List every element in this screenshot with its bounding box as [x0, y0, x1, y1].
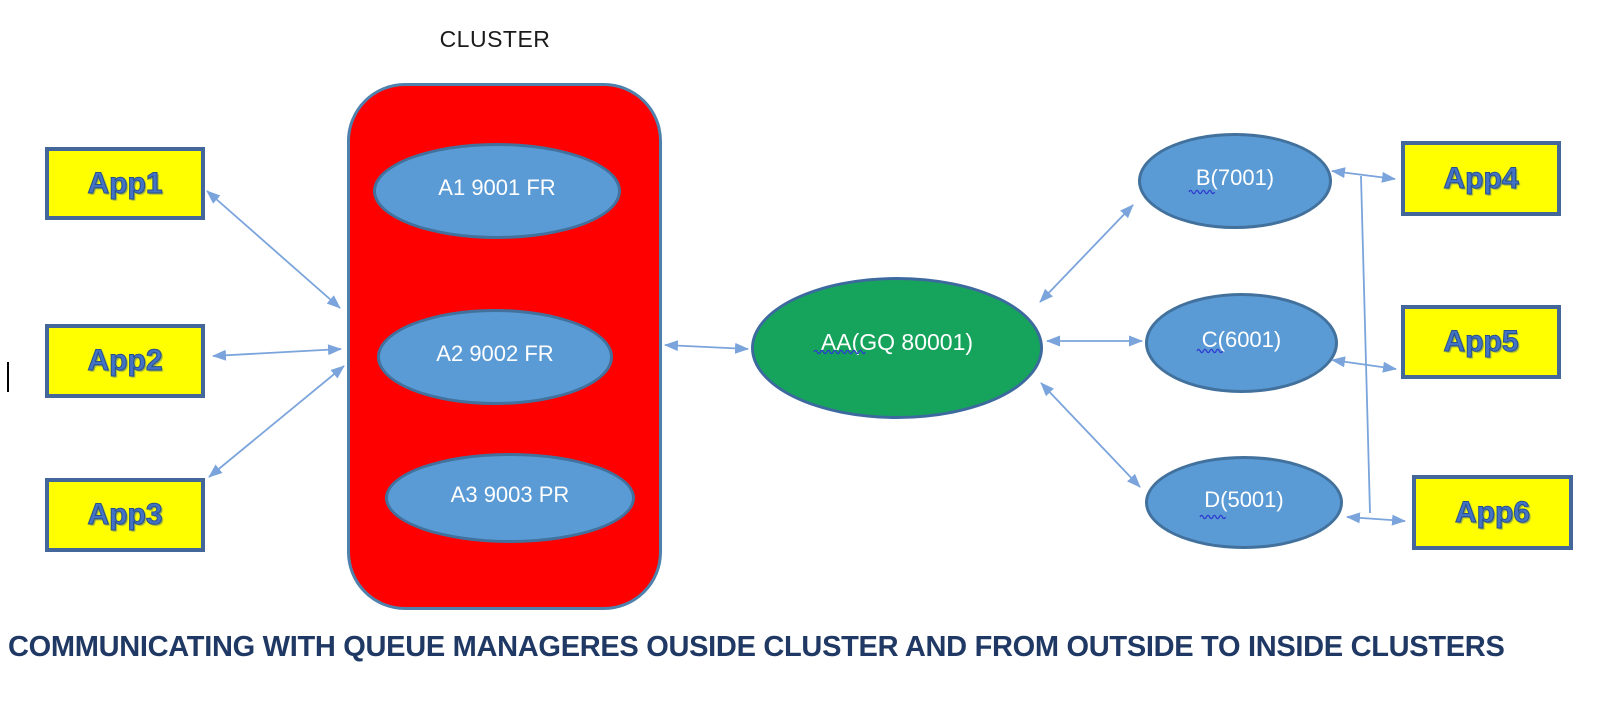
qm-a3-label: A3 9003 PR — [450, 482, 570, 507]
arrow-d-app6 — [1346, 512, 1406, 526]
app4-label: App4 — [1443, 161, 1519, 195]
app1-box: App1 — [45, 147, 205, 220]
arrow-app3-cluster — [208, 365, 345, 478]
queue-manager-d: D(5001) — [1145, 456, 1343, 549]
arrow-aa-b — [1039, 204, 1134, 303]
queue-manager-b: B(7001) — [1138, 133, 1332, 229]
queue-manager-a2: A2 9002 FR — [377, 309, 613, 405]
gateway-label: AA(GQ 80001) — [820, 328, 974, 355]
diagram-title: COMMUNICATING WITH QUEUE MANAGERES OUSID… — [8, 631, 1505, 663]
text-cursor-bar — [7, 362, 9, 392]
arrow-app1-cluster — [206, 190, 341, 309]
arrow-aa-d — [1040, 382, 1141, 488]
arrow-c-app5 — [1331, 356, 1397, 373]
arrow-app2-cluster — [212, 344, 342, 361]
qm-b-label: B(7001) — [1195, 165, 1275, 190]
app6-box: App6 — [1412, 475, 1573, 550]
qm-c-label: C(6001) — [1201, 327, 1282, 352]
app3-box: App3 — [45, 478, 205, 552]
cluster-caption: CLUSTER — [439, 26, 551, 52]
qm-a2-label: A2 9002 FR — [436, 341, 554, 366]
app3-label: App3 — [87, 498, 163, 532]
queue-manager-a1: A1 9001 FR — [373, 143, 621, 239]
arrow-app4-down-connector — [1360, 175, 1371, 514]
arrow-cluster-aa — [664, 340, 749, 354]
queue-manager-c: C(6001) — [1145, 293, 1338, 393]
app5-box: App5 — [1401, 305, 1561, 379]
qm-a1-label: A1 9001 FR — [438, 175, 556, 200]
app2-box: App2 — [45, 324, 205, 398]
gateway-queue-manager-aa: AA(GQ 80001) — [751, 277, 1043, 419]
app1-label: App1 — [87, 166, 163, 200]
app4-box: App4 — [1401, 141, 1561, 216]
arrow-b-app4 — [1331, 167, 1396, 183]
app2-label: App2 — [87, 344, 163, 378]
app6-label: App6 — [1455, 495, 1531, 529]
app5-label: App5 — [1443, 325, 1519, 359]
qm-d-label: D(5001) — [1204, 486, 1284, 512]
queue-manager-a3: A3 9003 PR — [385, 453, 635, 543]
